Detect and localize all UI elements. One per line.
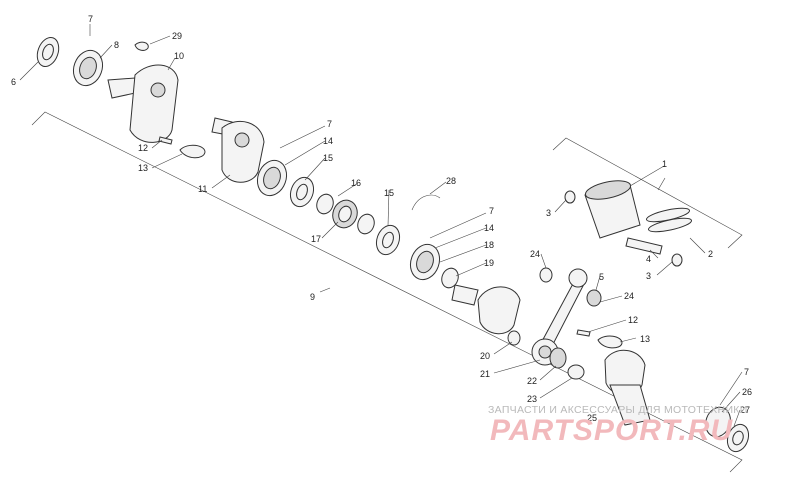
key-13-lower [597, 335, 623, 349]
needle-bearing-5 [586, 289, 602, 307]
snap-ring-28 [411, 194, 441, 211]
callout-16: 16 [351, 178, 361, 188]
callout-7-b: 7 [327, 119, 332, 129]
washer-24-upper [539, 267, 553, 283]
assembly-bracket-crankshaft [31, 111, 743, 473]
callout-20: 20 [480, 351, 490, 361]
callout-29: 29 [172, 31, 182, 41]
callout-25: 25 [587, 413, 597, 423]
bearing-14-lower [409, 243, 441, 281]
callout-3-a: 3 [546, 208, 551, 218]
callout-15-a: 15 [323, 153, 333, 163]
key-29 [134, 41, 149, 51]
callout-14-a: 14 [323, 136, 333, 146]
callout-9: 9 [310, 292, 315, 302]
key-13-upper [179, 144, 206, 159]
callout-12-b: 12 [628, 315, 638, 325]
callout-4: 4 [646, 254, 651, 264]
ring-19 [441, 267, 459, 289]
callout-23: 23 [527, 394, 537, 404]
leader-lines [19, 24, 743, 427]
callout-11: 11 [198, 184, 207, 194]
seal-6 [36, 36, 60, 68]
assembly-bracket-piston [552, 137, 743, 249]
callout-2: 2 [708, 249, 713, 259]
callout-27: 27 [740, 405, 750, 415]
circlip-3-right [671, 253, 683, 267]
callout-10: 10 [174, 51, 184, 61]
seal-15-lower [375, 224, 401, 256]
needle-bearing-22 [549, 347, 567, 369]
callout-8: 8 [114, 40, 119, 50]
watermark-logo: PARTSPORT.RU [490, 414, 734, 447]
callout-14-b: 14 [484, 223, 494, 233]
callout-7-c: 7 [489, 206, 494, 216]
crank-half-right [451, 284, 521, 335]
callout-18: 18 [484, 240, 494, 250]
callout-3-b: 3 [646, 271, 651, 281]
callout-1: 1 [662, 159, 667, 169]
wrist-pin-4 [625, 237, 663, 255]
screw-12-upper [158, 136, 173, 145]
watermark-caption: ЗАПЧАСТИ И АКСЕССУАРЫ ДЛЯ МОТОТЕХНИКИ [488, 404, 748, 416]
ring-16-left [316, 193, 334, 215]
callout-28: 28 [446, 176, 456, 186]
callout-12-a: 12 [138, 143, 148, 153]
gear-17 [332, 199, 358, 229]
callout-17: 17 [311, 234, 321, 244]
ring-16-right [357, 213, 375, 235]
washer-20 [507, 330, 521, 346]
screw-12-lower [576, 329, 591, 337]
callout-6: 6 [11, 77, 16, 87]
callout-13-a: 13 [138, 163, 148, 173]
bearing-8 [72, 49, 104, 87]
callout-24-a: 24 [530, 249, 540, 259]
seal-15-upper [289, 176, 315, 208]
piston-1 [584, 180, 641, 239]
callout-19: 19 [484, 258, 494, 268]
seal-27 [726, 423, 750, 453]
callout-7-a: 7 [88, 14, 93, 24]
crank-half-left-10 [107, 64, 179, 143]
callout-7-d: 7 [744, 367, 749, 377]
crank-half-center-11 [221, 120, 265, 183]
callout-5: 5 [599, 272, 604, 282]
callout-26: 26 [742, 387, 752, 397]
callout-15-b: 15 [384, 188, 394, 198]
crank-half-pto [604, 350, 651, 426]
callout-13-b: 13 [640, 334, 650, 344]
bearing-26 [705, 406, 731, 438]
circlip-3-left [564, 190, 576, 204]
connecting-rod-21 [531, 268, 588, 366]
piston-rings-2 [645, 207, 693, 233]
callout-24-b: 24 [624, 291, 634, 301]
callout-21: 21 [480, 369, 490, 379]
washer-23 [567, 364, 585, 380]
bearing-14-upper [256, 159, 288, 197]
callout-22: 22 [527, 376, 537, 386]
